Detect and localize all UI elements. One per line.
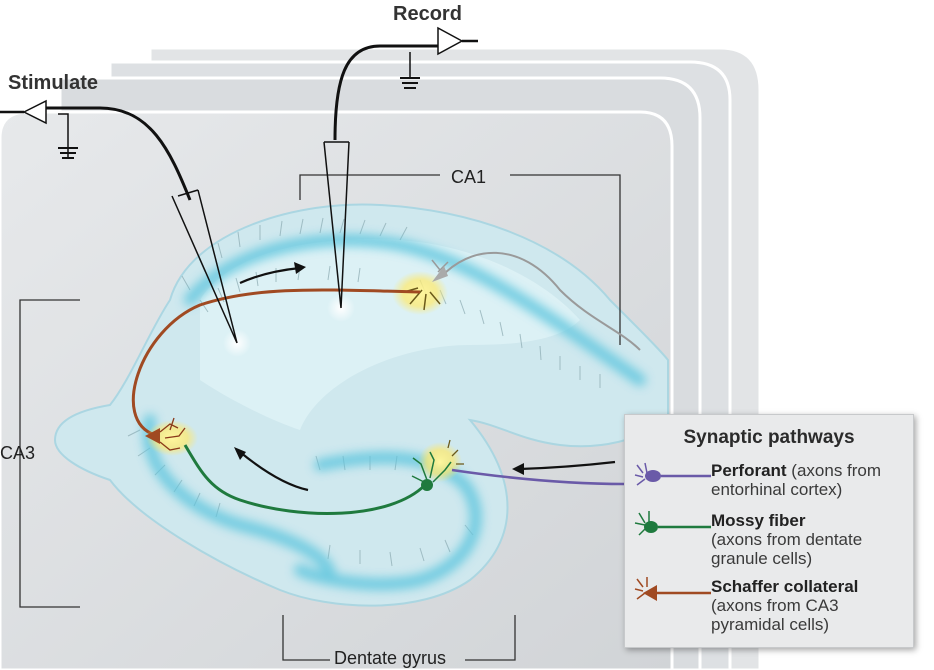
legend-item-mossy-fiber: Mossy fiber (axons from dentate granule … — [633, 509, 913, 569]
ca1-pyramidal-neuron — [392, 251, 641, 351]
recording-electrode — [323, 26, 478, 309]
mossy-fiber-desc: (axons from dentate granule cells) — [711, 530, 863, 568]
schaffer-collateral-desc: (axons from CA3 pyramidal cells) — [711, 596, 839, 634]
schaffer-collateral-neuron-icon — [634, 577, 711, 601]
perforant-name: Perforant — [711, 461, 787, 480]
flow-arrows — [234, 262, 616, 492]
hippocampus-slice — [53, 203, 669, 607]
perforant-path — [451, 468, 626, 486]
schaffer-collateral-name: Schaffer collateral — [711, 577, 859, 596]
stimulate-label: Stimulate — [8, 72, 99, 94]
region-brackets — [19, 174, 621, 661]
legend-item-perforant: Perforant (axons from entorhinal cortex) — [633, 459, 913, 519]
ca3-label: CA3 — [0, 443, 36, 463]
perforant-desc-inline: (axons from — [786, 461, 882, 480]
cell-layers — [142, 234, 646, 591]
legend-item-schaffer-collateral: Schaffer collateral (axons from CA3 pyra… — [633, 575, 913, 635]
mossy-fiber-neuron-icon — [634, 511, 711, 536]
mossy-fiber-name: Mossy fiber — [711, 511, 806, 530]
synaptic-pathways-legend: Synaptic pathways Perforant (axons from … — [624, 414, 914, 648]
perforant-desc: entorhinal cortex) — [711, 480, 843, 499]
stimulating-electrode — [0, 99, 238, 344]
record-label: Record — [393, 3, 462, 25]
legend-title: Synaptic pathways — [683, 427, 855, 448]
mossy-fiber-path — [183, 439, 464, 515]
ca1-label: CA1 — [451, 167, 487, 187]
dentate-gyrus-label: Dentate gyrus — [334, 648, 447, 668]
perforant-neuron-icon — [634, 462, 711, 486]
